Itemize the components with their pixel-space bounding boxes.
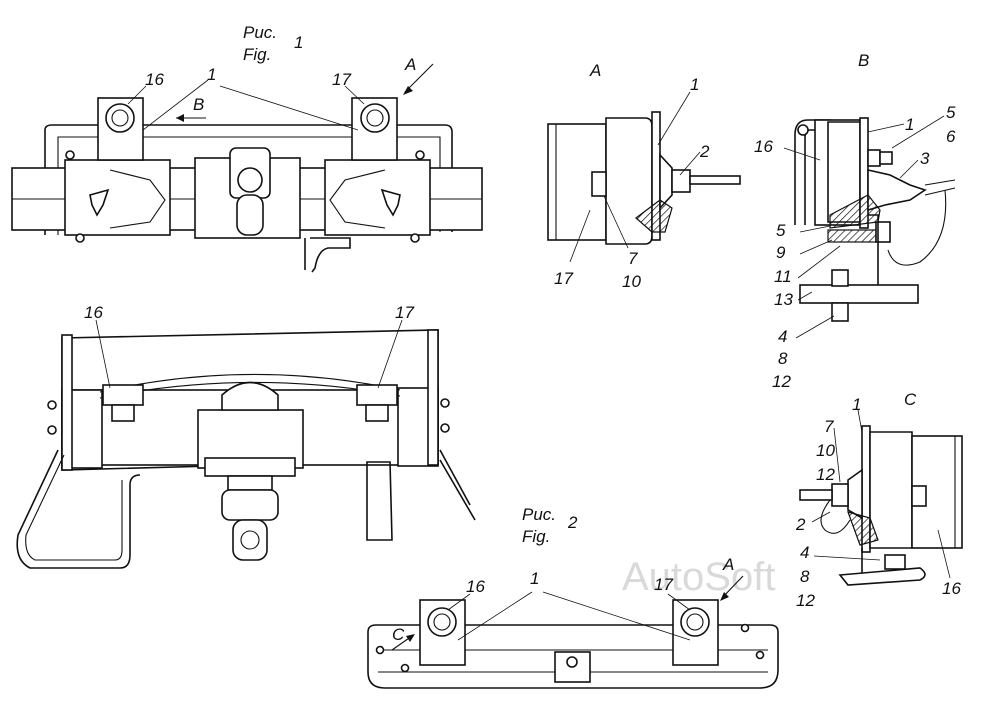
- fig2-caption-ru: Рис.: [522, 505, 556, 524]
- view-c-detail: C 1 7 10 12 2 4 8 12 16: [795, 390, 963, 610]
- label-view-c: C: [392, 625, 405, 644]
- label-1: 1: [690, 75, 699, 94]
- label-view-a: A: [404, 55, 416, 74]
- label-8: 8: [778, 349, 788, 368]
- label-8: 8: [800, 567, 810, 586]
- label-16: 16: [942, 579, 961, 598]
- watermark: AutoSoft: [622, 555, 775, 599]
- label-2: 2: [699, 142, 710, 161]
- view-c-title: C: [904, 390, 917, 409]
- view-a-title: A: [589, 61, 601, 80]
- label-view-b: B: [193, 95, 204, 114]
- label-17: 17: [395, 303, 414, 322]
- label-4: 4: [778, 327, 787, 346]
- label-9: 9: [776, 243, 786, 262]
- label-17: 17: [332, 70, 351, 89]
- label-12-lower: 12: [796, 591, 815, 610]
- fig2-caption-en: Fig.: [522, 527, 550, 546]
- label-5: 5: [776, 221, 786, 240]
- label-12: 12: [772, 372, 791, 391]
- label-6: 6: [946, 127, 956, 146]
- label-10: 10: [816, 441, 835, 460]
- label-2: 2: [795, 515, 806, 534]
- label-17: 17: [654, 575, 673, 594]
- fig1-caption-ru: Рис.: [243, 23, 277, 42]
- label-12: 12: [816, 465, 835, 484]
- label-16: 16: [466, 577, 485, 596]
- label-3: 3: [920, 149, 930, 168]
- view-b-title: B: [858, 51, 869, 70]
- label-4: 4: [800, 543, 809, 562]
- label-5-top: 5: [946, 103, 956, 122]
- label-1: 1: [207, 65, 216, 84]
- fig2-caption-number: 2: [567, 513, 578, 532]
- view-a-detail: A 1 2 17 7 10: [547, 61, 741, 291]
- label-1: 1: [905, 115, 914, 134]
- label-7: 7: [824, 417, 834, 436]
- fig1-caption-en: Fig.: [243, 45, 271, 64]
- label-1: 1: [852, 395, 861, 414]
- view-b-detail: B 16 1 5 6 3 5 9 11 13 4 8 12: [754, 51, 956, 391]
- label-16: 16: [84, 303, 103, 322]
- rear-view: 16 17: [16, 303, 476, 569]
- label-10: 10: [622, 272, 641, 291]
- label-13: 13: [774, 290, 793, 309]
- label-11: 11: [774, 267, 792, 286]
- figure-2-top-view: Рис. Fig. 2 16 1 17 A C: [367, 505, 779, 689]
- fig1-caption-number: 1: [294, 33, 303, 52]
- label-1: 1: [530, 569, 539, 588]
- figure-1-top-view: Рис. Fig. 1: [11, 23, 483, 273]
- label-16: 16: [754, 137, 773, 156]
- label-view-a: A: [722, 555, 734, 574]
- label-7: 7: [628, 249, 638, 268]
- label-16: 16: [145, 70, 164, 89]
- label-17: 17: [554, 269, 573, 288]
